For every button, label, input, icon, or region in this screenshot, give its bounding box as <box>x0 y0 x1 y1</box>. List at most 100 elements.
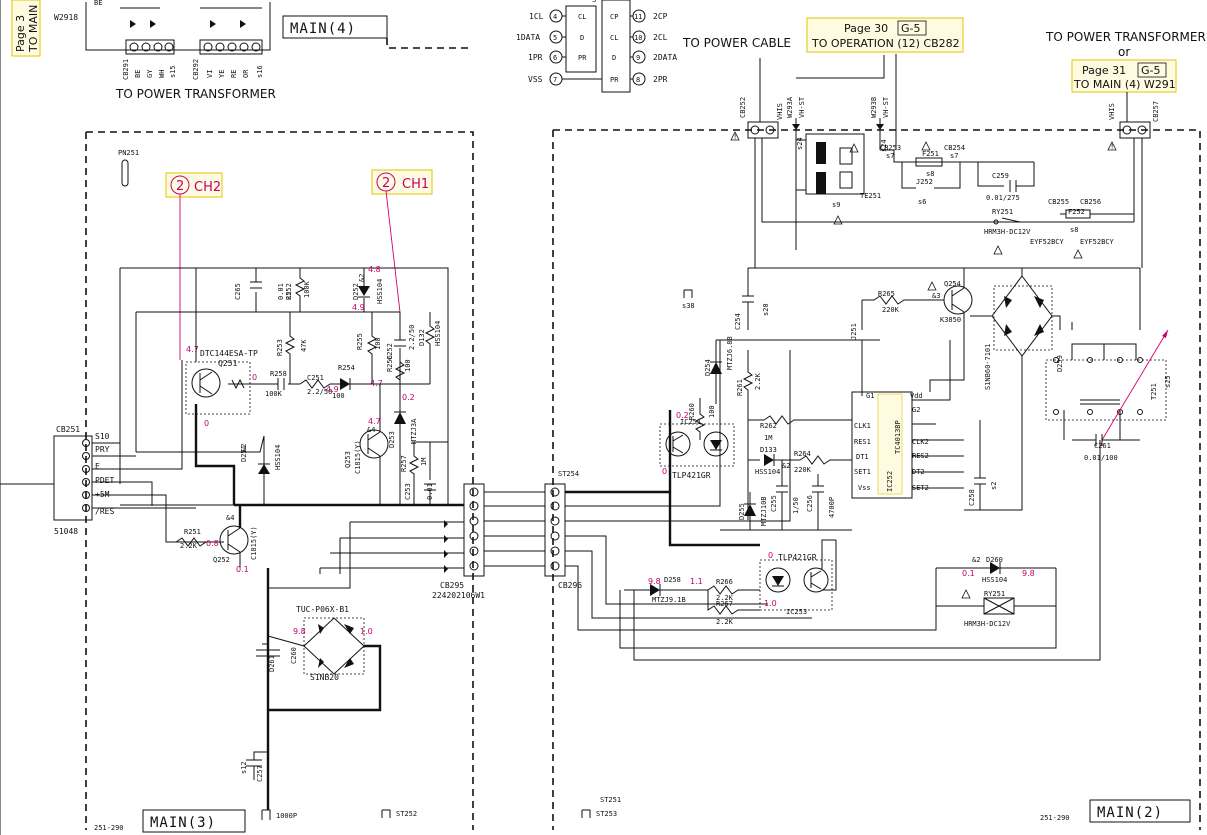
svg-text:0: 0 <box>662 467 667 476</box>
probe-ch2: 2 CH2 <box>165 172 223 360</box>
svg-text:1.0: 1.0 <box>360 627 373 636</box>
svg-text:C253: C253 <box>404 483 412 500</box>
svg-text:2.2K: 2.2K <box>716 618 734 626</box>
svg-text:1M: 1M <box>420 458 428 466</box>
svg-text:VHIS: VHIS <box>776 103 784 120</box>
svg-text:2.2/50: 2.2/50 <box>307 388 332 396</box>
main4-label: MAIN(4) <box>290 21 356 37</box>
cb291-pin-0: BE <box>134 70 142 78</box>
board-code-right: 251-290 <box>1040 814 1070 822</box>
svg-text:9.8: 9.8 <box>293 627 306 636</box>
svg-text:R266: R266 <box>716 578 733 586</box>
svg-text:2.2/50: 2.2/50 <box>408 325 416 350</box>
svg-text:D255: D255 <box>738 503 746 520</box>
main2-board-outline <box>552 129 1201 830</box>
label-be: BE <box>94 0 102 7</box>
svg-text:!: ! <box>733 133 737 141</box>
opto-ic253: IC253 TLP421GR <box>759 553 833 616</box>
svg-text:C261: C261 <box>1094 442 1111 450</box>
svg-text:1.1: 1.1 <box>690 577 703 586</box>
main2-label: MAIN(2) <box>1097 805 1163 821</box>
cb291-pin-3: s15 <box>169 65 177 78</box>
svg-text:4.9: 4.9 <box>326 385 339 394</box>
svg-text:ST252: ST252 <box>396 810 417 818</box>
svg-text:CH2: CH2 <box>194 180 221 195</box>
svg-text:Q251: Q251 <box>218 359 237 368</box>
svg-text:CB251: CB251 <box>56 425 80 434</box>
svg-text:CP: CP <box>610 13 618 21</box>
page-ref-left-page: Page 3 <box>14 15 27 52</box>
svg-text:J252: J252 <box>916 178 933 186</box>
svg-text:s8: s8 <box>1070 226 1078 234</box>
svg-text:100: 100 <box>332 392 345 400</box>
svg-text:VH-ST: VH-ST <box>798 96 806 118</box>
svg-text:25: 25 <box>285 292 293 300</box>
svg-text:C257: C257 <box>256 765 264 782</box>
svg-text:CH1: CH1 <box>402 177 429 192</box>
svg-text:&2: &2 <box>782 462 790 470</box>
svg-text:Q253: Q253 <box>344 451 352 468</box>
svg-text:&2: &2 <box>358 274 366 282</box>
svg-text:D: D <box>612 54 616 62</box>
svg-text:IC251: IC251 <box>680 418 701 426</box>
svg-text:4700P: 4700P <box>828 497 836 518</box>
main4-box: MAIN(4) <box>282 15 470 49</box>
svg-text:4.8: 4.8 <box>368 265 381 274</box>
svg-text:0.01/275: 0.01/275 <box>986 194 1020 202</box>
svg-text:11: 11 <box>634 13 642 21</box>
svg-text:CB256: CB256 <box>1080 198 1101 206</box>
svg-text:R252: R252 <box>285 283 293 300</box>
svg-text:2CP: 2CP <box>653 12 668 21</box>
svg-text:s7: s7 <box>950 152 958 160</box>
svg-text:s12: s12 <box>240 761 248 774</box>
svg-text:s9: s9 <box>832 201 840 209</box>
svg-text:&4: &4 <box>226 514 234 522</box>
svg-text:D: D <box>580 34 584 42</box>
svg-text:C258: C258 <box>968 489 976 506</box>
svg-text:C254: C254 <box>734 313 742 330</box>
cb291-pin-1: GY <box>146 69 154 78</box>
svg-text:CB295: CB295 <box>440 581 464 590</box>
svg-text:0.01: 0.01 <box>277 283 285 300</box>
label-cb291: CB291 <box>122 59 130 80</box>
svg-text:100: 100 <box>374 337 382 350</box>
transistor-q251: DTC144ESA-TP Q251 <box>185 349 258 415</box>
svg-text:IC253: IC253 <box>786 608 807 616</box>
svg-text:6: 6 <box>553 54 557 62</box>
svg-text:HSS104: HSS104 <box>434 321 442 346</box>
svg-text:R255: R255 <box>356 333 364 350</box>
svg-text:2.2K: 2.2K <box>754 372 762 390</box>
main2-box: MAIN(2) <box>1089 799 1191 823</box>
svg-text:8: 8 <box>636 76 640 84</box>
page-ref-op-grid: G-5 <box>901 22 921 35</box>
svg-text:R251: R251 <box>184 528 201 536</box>
svg-text:MTZJ6.8B: MTZJ6.8B <box>726 336 734 370</box>
svg-text:S1NB20: S1NB20 <box>310 673 339 682</box>
svg-text:EYF52BCY: EYF52BCY <box>1030 238 1065 246</box>
svg-text:D251: D251 <box>240 445 248 462</box>
ic252-tc4013bp: IC252 TC4013BP G1 Vdd CLK1 RES1 DT1 SET1… <box>851 391 929 499</box>
svg-text:2DATA: 2DATA <box>653 53 677 62</box>
page-ref-main4: Page 31 G-5 TO MAIN (4) W291 <box>1071 59 1177 93</box>
svg-text:CB253: CB253 <box>880 144 901 152</box>
svg-text:s8: s8 <box>926 170 934 178</box>
svg-text:2.2K: 2.2K <box>716 594 734 602</box>
svg-text:R258: R258 <box>270 370 287 378</box>
cb252-connector: CB252 VHIS <box>739 97 784 139</box>
svg-text:R265: R265 <box>878 290 895 298</box>
svg-text:9.8: 9.8 <box>648 577 661 586</box>
cb292-pin-2: RE <box>230 70 238 78</box>
label-w2918: W2918 <box>54 13 78 22</box>
svg-text:CL: CL <box>578 13 586 21</box>
svg-text:D260: D260 <box>986 556 1003 564</box>
svg-text:D261: D261 <box>268 655 276 672</box>
svg-text:220K: 220K <box>882 306 900 314</box>
transistor-q252: Q252 C1815(Y) &4 <box>213 514 258 564</box>
svg-text:0.1: 0.1 <box>236 565 249 574</box>
svg-text:Vdd: Vdd <box>910 392 923 400</box>
svg-text:PR: PR <box>610 76 619 84</box>
cb292-pin-4: s16 <box>256 65 264 78</box>
transistor-q253: Q253 C1815(Y) &4 <box>344 384 389 505</box>
page-ref-operation: Page 30 G-5 TO OPERATION (12) CB282 <box>806 17 964 53</box>
